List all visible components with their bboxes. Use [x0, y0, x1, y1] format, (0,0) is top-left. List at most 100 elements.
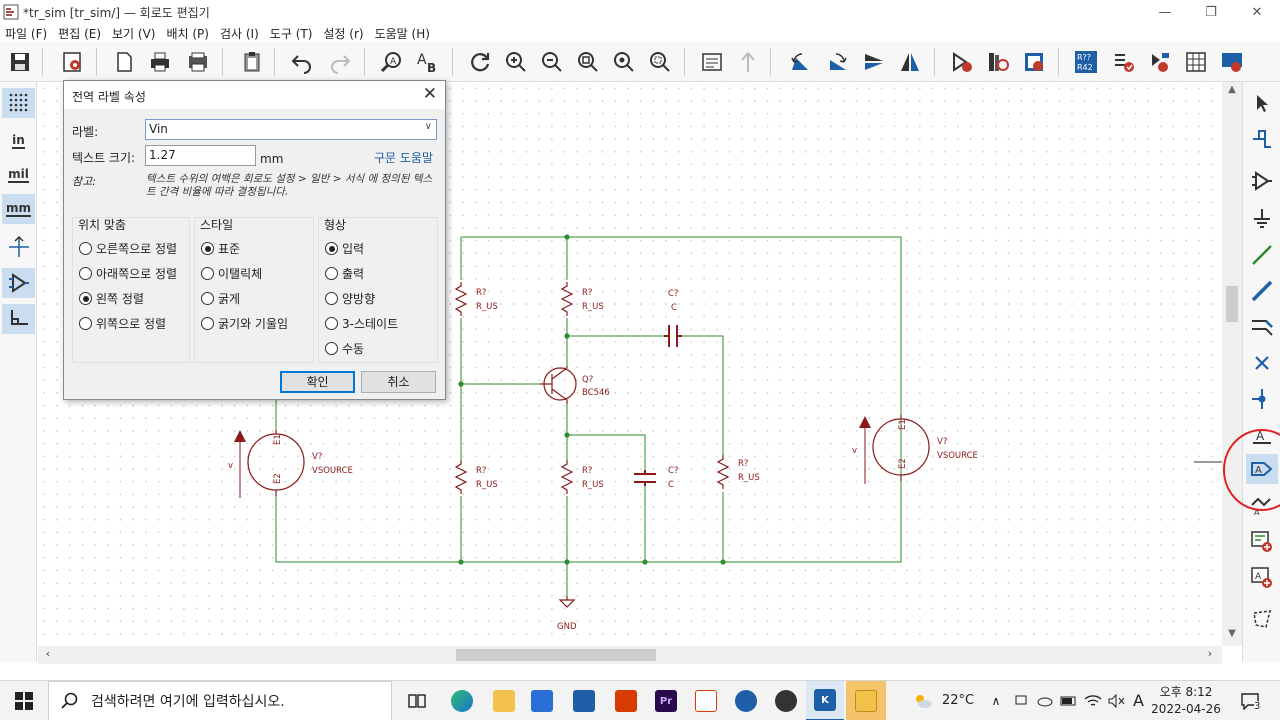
horizontal-scroll-thumb[interactable]: [456, 649, 656, 661]
shape-input-radio[interactable]: 입력: [325, 240, 364, 257]
add-global-label-icon[interactable]: A: [1246, 454, 1278, 484]
undo-icon[interactable]: [286, 46, 318, 78]
style-italic-radio[interactable]: 이탤릭체: [201, 265, 262, 282]
shape-passive-radio[interactable]: 수동: [325, 340, 364, 357]
ok-button[interactable]: 확인: [280, 371, 355, 393]
vertical-scroll-thumb[interactable]: [1226, 286, 1238, 322]
office-icon[interactable]: [608, 681, 644, 720]
menu-view[interactable]: 보기 (V): [112, 26, 156, 41]
kicad-icon[interactable]: K: [806, 681, 844, 720]
shape-bidirectional-radio[interactable]: 양방향: [325, 290, 375, 307]
notification-center-icon[interactable]: 3: [1232, 681, 1268, 720]
zoom-objects-icon[interactable]: [608, 46, 640, 78]
justify-left-radio[interactable]: 왼쪽 정렬: [79, 290, 144, 307]
schematic-setup-icon[interactable]: [56, 46, 88, 78]
symbol-editor-icon[interactable]: [946, 46, 978, 78]
justify-bottom-radio[interactable]: 아래쪽으로 정렬: [79, 265, 177, 282]
rotate-ccw-icon[interactable]: [784, 46, 816, 78]
add-bus-icon[interactable]: [1246, 276, 1278, 306]
weather-icon[interactable]: [908, 681, 938, 720]
style-normal-radio[interactable]: 표준: [201, 240, 240, 257]
network-adapter-icon[interactable]: [1010, 681, 1032, 720]
plot-icon[interactable]: [182, 46, 214, 78]
style-bold-italic-radio[interactable]: 굵기와 기울임: [201, 315, 288, 332]
weather-temperature[interactable]: 22°C: [942, 693, 975, 708]
paste-icon[interactable]: [236, 46, 268, 78]
wifi-icon[interactable]: [1082, 681, 1104, 720]
vertical-scrollbar[interactable]: ▲ ▼: [1222, 82, 1242, 646]
units-mm-button[interactable]: mm: [2, 194, 35, 224]
save-icon[interactable]: [4, 46, 36, 78]
horizontal-scrollbar[interactable]: ‹ ›: [38, 646, 1222, 664]
print-icon[interactable]: [144, 46, 176, 78]
maximize-button[interactable]: ❐: [1205, 4, 1217, 20]
erc-icon[interactable]: [1108, 46, 1140, 78]
edge-browser-icon[interactable]: [444, 681, 480, 720]
pcb-icon[interactable]: [1216, 46, 1248, 78]
add-power-icon[interactable]: [1246, 204, 1278, 234]
rotate-cw-icon[interactable]: [822, 46, 854, 78]
refresh-icon[interactable]: [464, 46, 496, 78]
cancel-button[interactable]: 취소: [361, 371, 436, 393]
scroll-down-icon[interactable]: ▼: [1228, 628, 1236, 639]
annotate-icon[interactable]: R??R42: [1070, 46, 1102, 78]
shape-output-radio[interactable]: 출력: [325, 265, 364, 282]
highlight-net-icon[interactable]: [1246, 124, 1278, 154]
add-junction-icon[interactable]: [1246, 384, 1278, 414]
add-wire-icon[interactable]: [1246, 240, 1278, 270]
menu-help[interactable]: 도움말 (H): [374, 26, 430, 41]
start-button[interactable]: [4, 681, 44, 720]
shape-tristate-radio[interactable]: 3-스테이트: [325, 315, 398, 332]
chevron-up-icon[interactable]: ∧: [991, 694, 1001, 708]
dialog-close-button[interactable]: ✕: [422, 84, 437, 104]
folder-active-icon[interactable]: [846, 681, 886, 720]
mirror-h-icon[interactable]: [894, 46, 926, 78]
mirror-v-icon[interactable]: [858, 46, 890, 78]
premiere-pro-icon[interactable]: Pr: [648, 681, 684, 720]
battery-icon[interactable]: [1058, 681, 1080, 720]
cursor-crosshair-icon[interactable]: [2, 232, 35, 262]
select-tool-icon[interactable]: [1246, 88, 1278, 118]
no-connect-icon[interactable]: [1246, 348, 1278, 378]
wire-mode-icon[interactable]: [2, 304, 35, 334]
taskbar-clock[interactable]: 오후 8:12 2022-04-26: [1150, 684, 1222, 718]
menu-preferences[interactable]: 설정 (r): [323, 26, 364, 41]
syntax-help-link[interactable]: 구문 도움말: [373, 151, 433, 165]
add-sheet-icon[interactable]: [1246, 526, 1278, 556]
scroll-up-icon[interactable]: ▲: [1228, 84, 1236, 95]
minimize-button[interactable]: —: [1158, 4, 1172, 20]
bus-entry-icon[interactable]: [1246, 312, 1278, 342]
hidden-pins-icon[interactable]: [2, 268, 35, 298]
menu-edit[interactable]: 편집 (E): [58, 26, 102, 41]
text-size-input[interactable]: 1.27: [145, 145, 256, 166]
volume-muted-icon[interactable]: [1106, 681, 1128, 720]
justify-right-radio[interactable]: 오른쪽으로 정렬: [79, 240, 177, 257]
zoom-fit-icon[interactable]: [572, 46, 604, 78]
zoom-in-icon[interactable]: [500, 46, 532, 78]
close-button[interactable]: ✕: [1251, 4, 1263, 20]
hwp-icon[interactable]: [688, 681, 724, 720]
assign-footprints-icon[interactable]: [1144, 46, 1176, 78]
menu-file[interactable]: 파일 (F): [5, 26, 48, 41]
file-explorer-icon[interactable]: [486, 681, 522, 720]
footprint-editor-icon[interactable]: [1018, 46, 1050, 78]
task-view-icon[interactable]: [400, 681, 434, 720]
add-label-icon[interactable]: A: [1246, 420, 1278, 450]
ime-indicator[interactable]: A: [1133, 691, 1144, 710]
add-symbol-icon[interactable]: [1246, 166, 1278, 196]
hierarchy-navigator-icon[interactable]: [696, 46, 728, 78]
chevron-down-icon[interactable]: ∨: [424, 121, 432, 132]
zoom-selection-icon[interactable]: [644, 46, 676, 78]
units-inches-button[interactable]: in: [12, 133, 25, 149]
chrome-icon[interactable]: [768, 681, 804, 720]
zoom-out-icon[interactable]: [536, 46, 568, 78]
app-icon[interactable]: [728, 681, 764, 720]
units-mils-button[interactable]: mil: [8, 167, 29, 183]
scroll-right-icon[interactable]: ›: [1207, 647, 1213, 660]
menu-place[interactable]: 배치 (P): [166, 26, 209, 41]
add-hier-label-icon[interactable]: A: [1246, 490, 1278, 520]
scroll-left-icon[interactable]: ‹: [45, 647, 51, 660]
justify-top-radio[interactable]: 위쪽으로 정렬: [79, 315, 166, 332]
taskbar-search-box[interactable]: 검색하려면 여기에 입력하십시오.: [48, 681, 392, 720]
redo-icon[interactable]: [324, 46, 356, 78]
